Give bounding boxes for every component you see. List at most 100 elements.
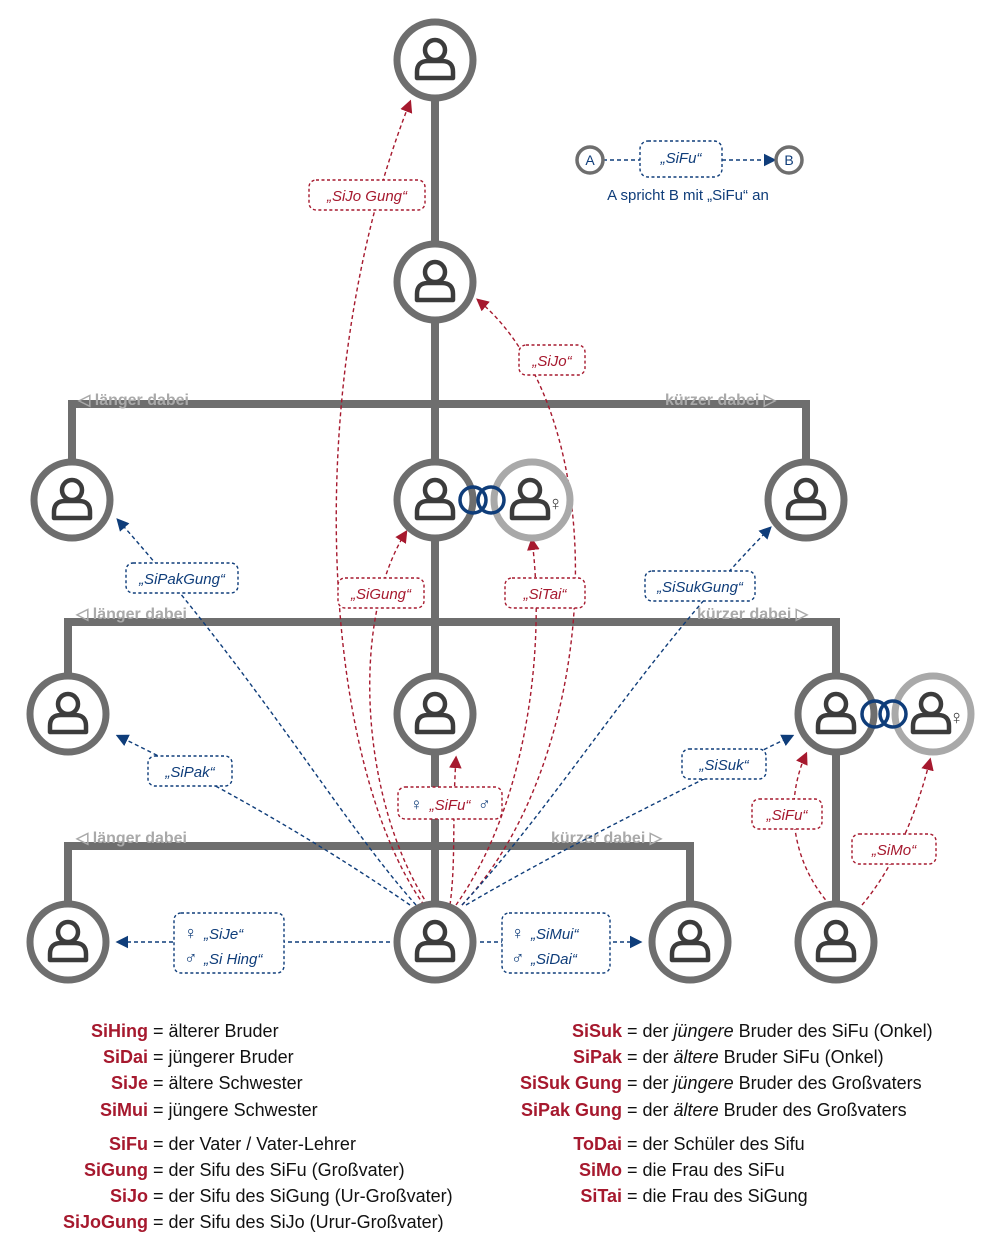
label-sitai: „SiTai“ (504, 577, 586, 609)
node-sidai (648, 900, 732, 984)
legend-b: B (784, 152, 793, 168)
glossary-row: SiJo=der Sifu des SiGung (Ur-Großvater) (40, 1183, 453, 1209)
glossary-equals: = (153, 1186, 164, 1207)
glossary-definition-post: Bruder des Großvaters (733, 1073, 922, 1094)
glossary-term: SiFu (109, 1133, 148, 1154)
label-sigung: „SiGung“ (337, 577, 425, 609)
glossary-definition: jüngerer Bruder (168, 1047, 294, 1068)
glossary-term: SiSuk (571, 1021, 622, 1041)
node-right-student (794, 900, 878, 984)
glossary-equals: = (627, 1073, 638, 1094)
node-sihing (26, 900, 110, 984)
svg-text:„SiJo“: „SiJo“ (531, 353, 572, 370)
glossary-definition: der Sifu des SiJo (Urur-Großvater) (168, 1212, 444, 1233)
svg-text:♂: ♂ (478, 795, 491, 814)
glossary-definition: der Sifu des SiGung (Ur-Großvater) (168, 1186, 453, 1207)
relation-labels: „SiJo Gung“ „SiJo“ „SiPakGung“ „SiGung“ … (125, 179, 937, 974)
node-ego (393, 900, 477, 984)
label-simo: „SiMo“ (851, 833, 937, 865)
legend-a: A (585, 152, 595, 168)
label-sipakgung: „SiPakGung“ (125, 562, 239, 594)
glossary-definition-em: jüngere (673, 1021, 734, 1041)
glossary-term: SiJe (110, 1073, 148, 1094)
node-sijo (393, 240, 477, 324)
svg-text:♀: ♀ (511, 923, 525, 943)
svg-text:„Si Hing“: „Si Hing“ (203, 951, 263, 968)
glossary-term: SiGung (84, 1159, 148, 1180)
person-nodes: ♀ ♀ (26, 18, 975, 984)
glossary-equals: = (627, 1186, 638, 1207)
glossary-definition-post: Bruder des SiFu (Onkel) (733, 1021, 933, 1041)
node-simo: ♀ (891, 672, 975, 756)
glossary-definition-pre: der Schüler des Sifu (642, 1133, 805, 1154)
svg-text:„SiJo Gung“: „SiJo Gung“ (326, 188, 408, 205)
glossary-row: SiJoGung=der Sifu des SiJo (Urur-Großvat… (40, 1209, 453, 1235)
glossary-row: ToDai=der Schüler des Sifu (498, 1131, 933, 1157)
glossary-term: SiSuk Gung (519, 1073, 622, 1094)
glossary-equals: = (627, 1133, 638, 1154)
glossary-term: SiDai (102, 1047, 148, 1068)
marriage-rings-icon (458, 485, 506, 515)
label-sisukgung: „SiSukGung“ (644, 570, 756, 602)
svg-text:♀: ♀ (410, 795, 423, 814)
glossary-definition: älterer Bruder (168, 1021, 279, 1041)
tree-lines (64, 96, 840, 905)
glossary-definition-em: ältere (673, 1099, 719, 1120)
glossary-definition-pre: die Frau des SiFu (642, 1159, 785, 1180)
arrow-sijogung (335, 99, 425, 906)
glossary-term: SiJo (109, 1186, 148, 1207)
glossary-definition-em: jüngere (673, 1073, 734, 1094)
glossary-term: SiHing (91, 1021, 148, 1041)
glossary-definition: jüngere Schwester (168, 1099, 318, 1120)
svg-text:„SiJe“: „SiJe“ (203, 926, 244, 943)
label-sijogung: „SiJo Gung“ (308, 179, 426, 211)
label-sifu-center: ♀ „SiFu“ ♂ (397, 786, 503, 820)
glossary-row: SiSuk Gung=der jüngere Bruder des Großva… (498, 1070, 933, 1096)
marriage-rings-icon (860, 699, 908, 729)
glossary-definition-pre: die Frau des SiGung (642, 1186, 808, 1207)
label-sisuk: „SiSuk“ (681, 748, 767, 780)
svg-text:♀: ♀ (184, 923, 198, 943)
arrow-simo (861, 757, 934, 906)
glossary-row: SiDai=jüngerer Bruder (40, 1044, 453, 1070)
glossary-definition-post: Bruder SiFu (Onkel) (718, 1047, 884, 1068)
node-sipak (26, 672, 110, 756)
glossary-row: SiMo=die Frau des SiFu (498, 1157, 933, 1183)
legend-sample: „SiFu“ (660, 150, 703, 167)
glossary-row: SiTai=die Frau des SiGung (498, 1183, 933, 1209)
label-siblings-right: ♀ „SiMui“ ♂ „SiDai“ (501, 912, 611, 974)
glossary-definition-pre: der (642, 1021, 674, 1041)
glossary-row: SiJe=ältere Schwester (40, 1070, 453, 1096)
node-sisukgung (764, 458, 848, 542)
glossary-equals: = (153, 1021, 164, 1041)
label-sipak: „SiPak“ (147, 755, 233, 787)
arrow-sifu-right (793, 751, 831, 906)
glossary-equals: = (627, 1159, 638, 1180)
legend-node-b (774, 145, 804, 175)
glossary-term: SiPak (572, 1047, 622, 1068)
glossary-equals: = (153, 1099, 164, 1120)
svg-text:„SiMo“: „SiMo“ (871, 842, 917, 859)
label-sijo: „SiJo“ (518, 344, 586, 376)
glossary-row: SiPak=der ältere Bruder SiFu (Onkel) (498, 1044, 933, 1070)
node-sisuk (794, 672, 878, 756)
hint-shorter-row3: kürzer dabei ▷ (551, 830, 663, 847)
glossary-equals: = (153, 1133, 164, 1154)
glossary-definition: ältere Schwester (168, 1073, 303, 1094)
glossary-row: SiSuk=der jüngere Bruder des SiFu (Onkel… (498, 1018, 933, 1044)
female-icon: ♀ (548, 493, 563, 515)
svg-text:„SiSuk“: „SiSuk“ (698, 757, 749, 774)
node-sijogung (393, 18, 477, 102)
glossary-term: SiJoGung (63, 1212, 148, 1233)
svg-text:„SiPak“: „SiPak“ (164, 764, 215, 781)
svg-text:„SiFu“: „SiFu“ (429, 797, 472, 814)
svg-text:„SiSukGung“: „SiSukGung“ (656, 579, 744, 596)
glossary-equals: = (153, 1047, 164, 1068)
female-icon: ♀ (949, 707, 964, 729)
hint-shorter-row1: kürzer dabei ▷ (665, 392, 777, 409)
glossary-term: ToDai (573, 1133, 622, 1154)
node-sipakgung (30, 458, 114, 542)
glossary-equals: = (153, 1212, 164, 1233)
